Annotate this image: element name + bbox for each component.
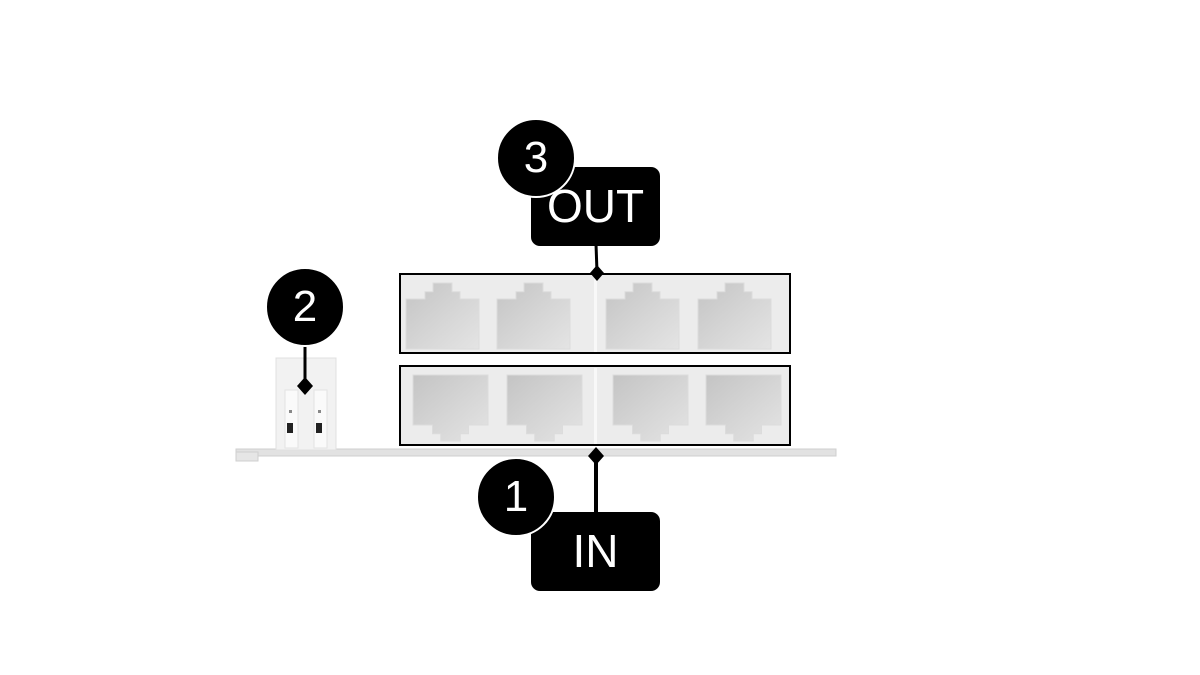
out-port-1 <box>405 282 480 350</box>
callout-number-2: 2 <box>265 267 345 347</box>
in-port-1 <box>412 374 489 442</box>
leader-line-terminal <box>297 345 313 395</box>
in-label: IN <box>531 512 660 591</box>
out-port-3 <box>605 282 680 350</box>
callout-number-1: 1 <box>476 457 556 537</box>
out-port-4 <box>697 282 772 350</box>
callout-number-3: 3 <box>496 118 576 198</box>
out-port-jacks <box>405 282 772 350</box>
pcb-board <box>235 448 837 462</box>
leader-line-out <box>590 243 604 281</box>
out-port-2 <box>496 282 571 350</box>
leader-line-in <box>588 447 604 514</box>
in-port-3 <box>612 374 689 442</box>
in-port-2 <box>506 374 583 442</box>
in-port-4 <box>705 374 782 442</box>
in-port-jacks <box>412 374 782 442</box>
